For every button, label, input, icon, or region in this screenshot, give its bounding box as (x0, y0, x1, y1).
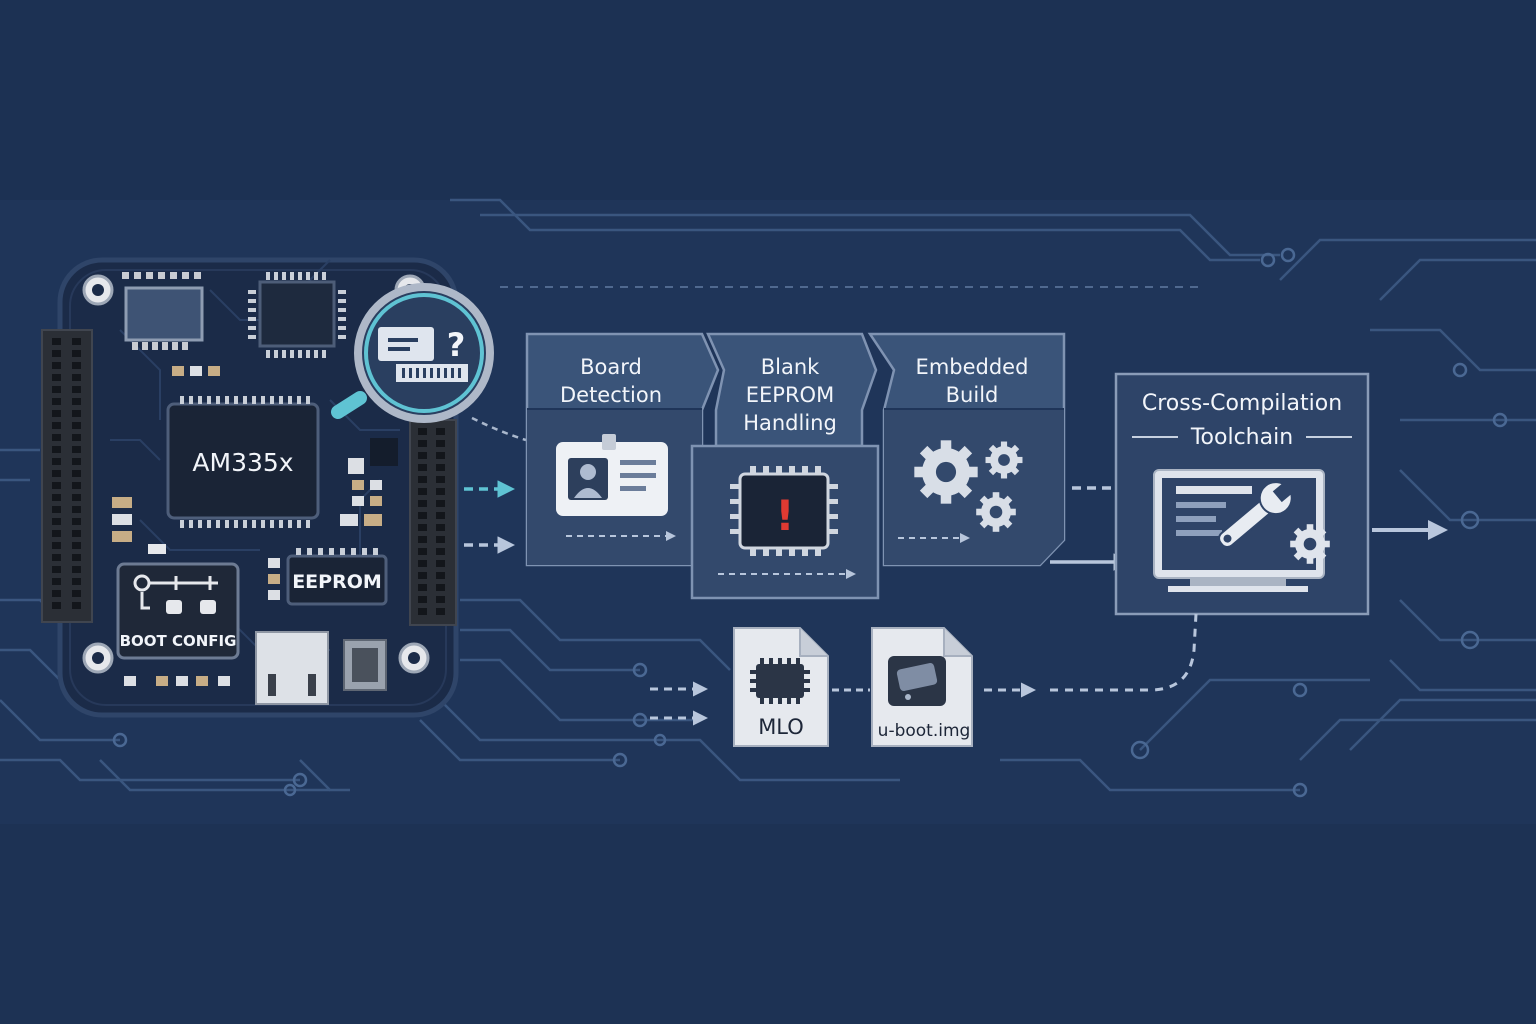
alert-mark: ! (775, 491, 794, 540)
cpu-label: AM335x (192, 448, 293, 477)
flash-chip (124, 286, 204, 342)
pmic-chip (258, 280, 336, 348)
gears-icon (914, 440, 1023, 532)
stage-board-detection-line2: Detection (560, 383, 662, 407)
circuit-pads (112, 247, 1508, 798)
board-to-stage-arrows (464, 480, 515, 554)
right-pin-header (409, 419, 457, 626)
magnifier-question-mark: ? (447, 326, 466, 364)
id-card-icon (556, 434, 668, 516)
magnifier-icon: ? (331, 283, 494, 423)
chip-alert-icon: ! (730, 466, 838, 556)
monitor-wrench-icon (1153, 469, 1330, 592)
stage-blank-eeprom-handling: Blank EEPROM Handling ! (690, 332, 880, 600)
stage-embedded-build-line2: Build (946, 383, 999, 407)
toolchain-panel: Cross-Compilation Toolchain (1114, 372, 1370, 616)
toolchain-line1: Cross-Compilation (1142, 391, 1342, 416)
eeprom-label: EEPROM (292, 571, 382, 593)
passive-components (112, 366, 398, 686)
stage-blank-eeprom-line2: EEPROM (746, 383, 834, 407)
boot-switch-icon (133, 574, 218, 610)
stage-embedded-build-line1: Embedded (916, 355, 1029, 379)
artifact-mlo-label: MLO (758, 715, 804, 739)
stage-blank-eeprom-line3: Handling (743, 411, 837, 435)
magnifier-connector (471, 416, 527, 442)
boot-config-label: BOOT CONFIG (120, 632, 237, 650)
eeprom-chip (286, 554, 388, 606)
artifact-to-toolchain-arrows (984, 613, 1198, 698)
artifact-mlo: MLO (733, 627, 829, 747)
artifact-u-boot-label: u-boot.img (878, 721, 971, 741)
stage-board-detection: Board Detection (525, 332, 720, 567)
artifact-u-boot: u-boot.img (871, 627, 973, 747)
disk-image-icon (888, 656, 946, 706)
pcb-board: AM335x EEPROM BOOT CONFIG (41, 257, 459, 718)
stage-board-detection-line1: Board (580, 355, 642, 379)
board-to-artifact-arrows (650, 681, 708, 726)
ethernet-port (255, 631, 329, 705)
circuit-traces (0, 198, 1536, 792)
toolchain-line2: Toolchain (1190, 425, 1293, 450)
stage-embedded-build: Embedded Build (867, 332, 1066, 567)
left-pin-header (41, 329, 93, 623)
stage-blank-eeprom-line1: Blank (761, 355, 820, 379)
chip-icon (750, 658, 810, 704)
